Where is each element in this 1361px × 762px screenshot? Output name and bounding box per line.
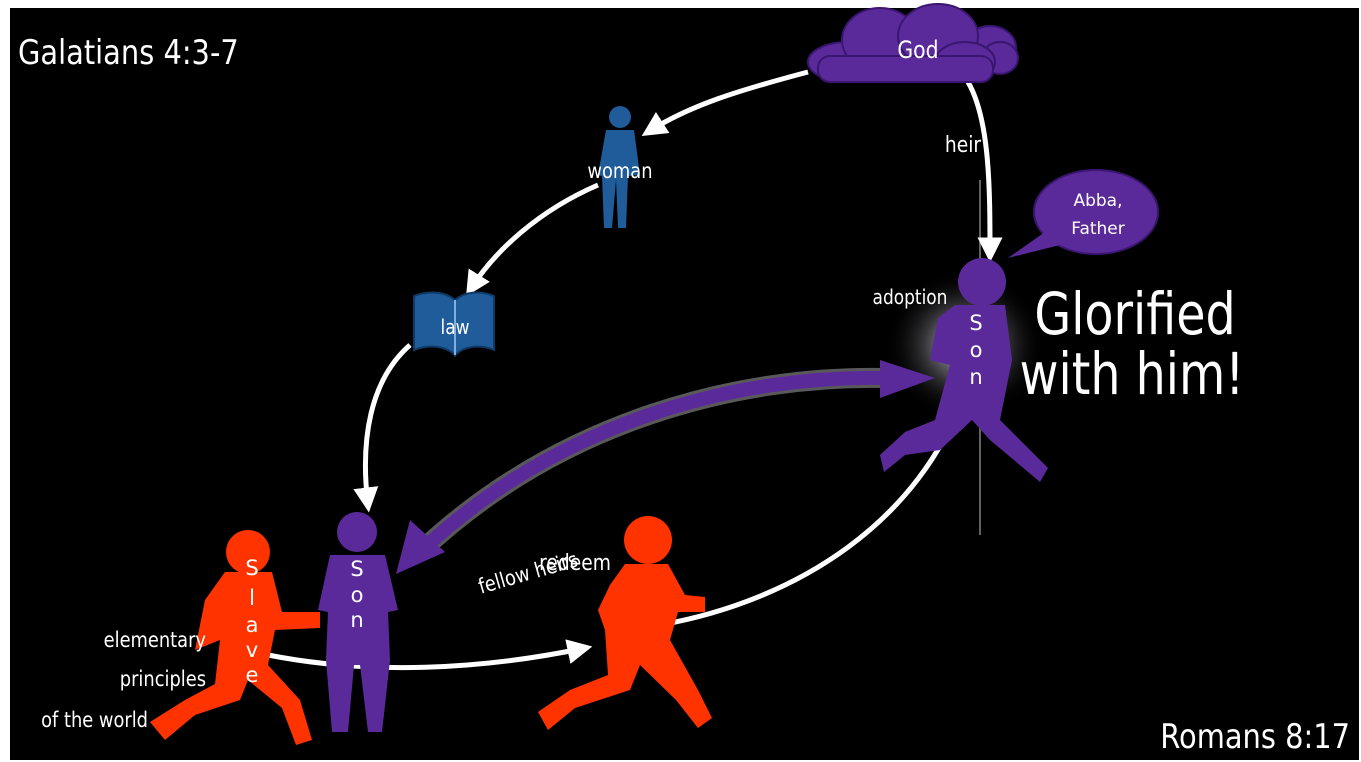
title-bottom: Romans 8:17 [1160, 718, 1350, 757]
law-to-son-arrow [353, 343, 412, 513]
slave-letter: l [249, 586, 255, 610]
slave-letter: e [246, 663, 259, 687]
woman-label: woman [587, 159, 652, 184]
glorified-line-1: Glorified [1034, 280, 1235, 348]
fellow-heirs-arrow [396, 360, 935, 574]
cloud-icon [807, 3, 1019, 83]
son-letter-left: o [351, 583, 364, 607]
bubble-line-1: Abba, [1073, 191, 1122, 211]
title-top: Galatians 4:3-7 [18, 34, 239, 73]
son-letter-left: S [350, 557, 363, 581]
speech-bubble-icon [1008, 169, 1159, 258]
woman-figure-icon [598, 106, 640, 228]
son-letter-left: n [350, 608, 363, 632]
son-letter-right: n [969, 365, 982, 389]
man-standing-icon [318, 512, 398, 732]
son-letter-right: o [970, 338, 983, 362]
glorified-son-icon [880, 258, 1048, 482]
principles-line-3: of the world [41, 708, 148, 733]
slave-to-redeemed-arrow [267, 639, 593, 671]
redeemed-runner-icon [538, 516, 712, 730]
slave-runner-icon [150, 530, 320, 745]
slave-letter: a [246, 613, 259, 637]
slave-letter: S [245, 556, 258, 580]
adoption-label: adoption [873, 287, 948, 310]
principles-line-2: principles [120, 667, 206, 692]
redeem-label: redeem [539, 550, 611, 576]
god-to-son-heir-arrow [965, 80, 1003, 263]
heir-label: heir [945, 132, 982, 158]
god-label: God [897, 36, 938, 64]
book-icon [413, 291, 495, 358]
bubble-line-2: Father [1071, 219, 1125, 239]
slave-letter: v [246, 638, 258, 662]
principles-line-1: elementary [104, 628, 206, 653]
glorified-line-2: with him! [1020, 340, 1245, 408]
law-label: law [440, 317, 469, 340]
son-letter-right: S [969, 311, 982, 335]
woman-to-law-arrow [466, 182, 599, 297]
god-to-woman-arrow [641, 69, 809, 137]
